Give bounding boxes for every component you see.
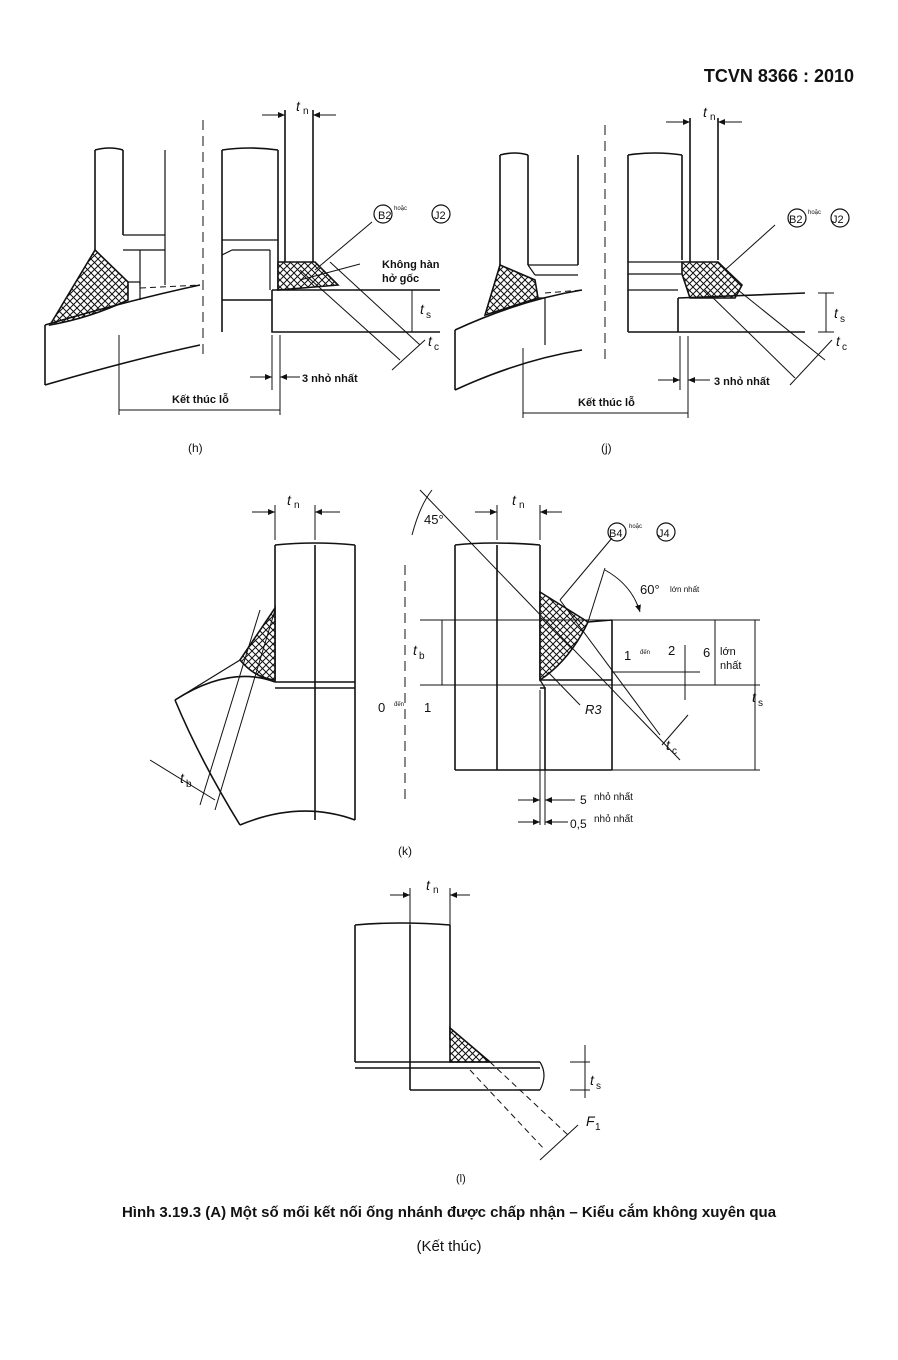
h-note-line2: hở gốc xyxy=(382,273,419,285)
h-tc-sub: c xyxy=(434,342,439,353)
j-weld-j: J2 xyxy=(832,214,844,226)
k-min5: 5 xyxy=(580,793,587,807)
figure-j-labels: t n B2 hoặc J2 t s t c 3 nhỏ nhất Kết th… xyxy=(578,104,847,455)
j-ts-label: t xyxy=(834,305,839,321)
figure-caption-subtitle: (Kết thúc) xyxy=(416,1238,482,1255)
k-tb-left: t xyxy=(180,770,185,786)
weld-h-right xyxy=(277,261,340,291)
k-tn-left-sub: n xyxy=(294,500,300,511)
k-max-line2: nhất xyxy=(720,660,741,672)
h-weld-b: B2 xyxy=(378,210,391,222)
k-min05-note: nhỏ nhất xyxy=(594,813,633,825)
k-six: 6 xyxy=(703,645,710,660)
j-figure-label: (j) xyxy=(601,441,612,455)
k-figure-label: (k) xyxy=(398,844,412,858)
k-ts-sub: s xyxy=(758,698,763,709)
k-tn-right-sub: n xyxy=(519,500,525,511)
weld-j-right xyxy=(681,261,743,299)
k-angle60: 60° xyxy=(640,582,660,597)
l-f1-label: F xyxy=(586,1113,596,1129)
figure-k-labels: t n t b t n 45° B4 hoặc J4 60° lớn nhất … xyxy=(180,492,763,858)
k-1den2-den: đến xyxy=(640,650,650,656)
k-angle45: 45° xyxy=(424,512,444,527)
k-min05: 0,5 xyxy=(570,817,587,831)
j-tc-label: t xyxy=(836,333,841,349)
h-end-hole: Kết thúc lỗ xyxy=(172,393,229,406)
j-end-hole: Kết thúc lỗ xyxy=(578,396,635,409)
k-tb-right: t xyxy=(413,642,418,658)
h-note-line1: Không hàn xyxy=(382,259,440,271)
figure-j xyxy=(454,118,850,418)
figure-h-labels: t n B2 hoặc J2 Không hàn hở gốc t s t c … xyxy=(172,98,446,455)
k-weld-b: B4 xyxy=(609,528,622,540)
l-ts-label: t xyxy=(590,1072,595,1088)
k-range-den: đến xyxy=(394,702,404,708)
k-range0: 0 xyxy=(378,700,385,715)
h-figure-label: (h) xyxy=(188,441,203,455)
j-tn-label: t xyxy=(703,104,708,120)
k-weld-j: J4 xyxy=(658,528,670,540)
k-ts-label: t xyxy=(752,689,757,705)
k-1den2-a: 1 xyxy=(624,648,631,663)
k-weld-or: hoặc xyxy=(629,524,642,530)
figure-k xyxy=(149,489,760,826)
k-min5-note: nhỏ nhất xyxy=(594,791,633,803)
figure-l xyxy=(354,888,590,1161)
figure-l-labels: t n t s F 1 (l) xyxy=(426,877,601,1185)
h-tc-label: t xyxy=(428,333,433,349)
k-tc-sub: c xyxy=(672,746,677,757)
l-ts-sub: s xyxy=(596,1081,601,1092)
l-f1-sub: 1 xyxy=(595,1122,601,1133)
h-min3: 3 nhỏ nhất xyxy=(302,373,358,385)
h-tn-label: t xyxy=(296,98,301,114)
j-weld-or: hoặc xyxy=(808,210,821,216)
weld-l xyxy=(449,1026,493,1063)
k-tn-left: t xyxy=(287,492,292,508)
j-tc-sub: c xyxy=(842,342,847,353)
figure-h xyxy=(44,110,451,415)
k-tb-right-sub: b xyxy=(419,651,425,662)
weld-k-right xyxy=(539,590,590,682)
k-max-line1: lớn xyxy=(720,646,736,658)
j-weld-b: B2 xyxy=(789,214,802,226)
h-ts-label: t xyxy=(420,301,425,317)
technical-drawing: t n B2 hoặc J2 Không hàn hở gốc t s t c … xyxy=(44,98,850,1185)
k-1den2-b: 2 xyxy=(668,643,675,658)
l-figure-label: (l) xyxy=(456,1173,466,1185)
k-angle60-note: lớn nhất xyxy=(670,585,700,594)
figure-caption: Hình 3.19.3 (A) Một số mối kết nối ống n… xyxy=(121,1204,777,1221)
h-weld-or: hoặc xyxy=(394,206,407,212)
j-ts-sub: s xyxy=(840,314,845,325)
j-min3: 3 nhỏ nhất xyxy=(714,376,770,388)
h-tn-sub: n xyxy=(303,106,309,117)
l-tn-sub: n xyxy=(433,885,439,896)
standard-code: TCVN 8366 : 2010 xyxy=(703,66,854,86)
weld-h-left xyxy=(48,248,129,327)
k-range1: 1 xyxy=(424,700,431,715)
k-tn-right: t xyxy=(512,492,517,508)
k-tc-label: t xyxy=(666,737,671,753)
l-tn-label: t xyxy=(426,877,431,893)
k-r3: R3 xyxy=(585,702,602,717)
j-tn-sub: n xyxy=(710,112,716,123)
h-weld-j: J2 xyxy=(434,210,446,222)
k-tb-left-sub: b xyxy=(186,779,192,790)
h-ts-sub: s xyxy=(426,310,431,321)
